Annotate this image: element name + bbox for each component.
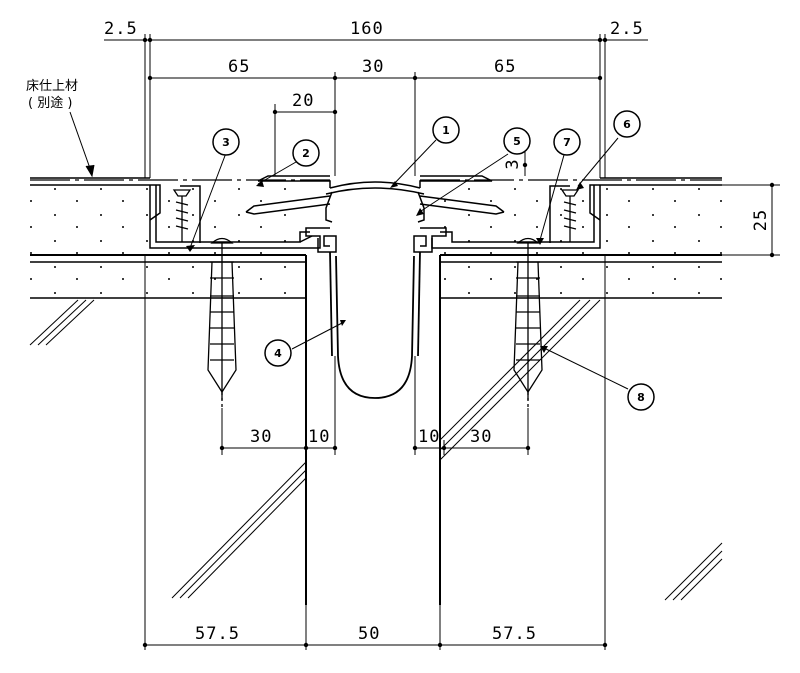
callout-3: 3 <box>212 128 240 156</box>
fixing-screw-left <box>172 189 192 242</box>
dim-top-left-offset: 2.5 <box>104 19 138 39</box>
callout-3-number: 3 <box>222 136 230 149</box>
dim-flange-left: 65 <box>228 57 250 77</box>
base-frame-left <box>149 184 330 249</box>
callout-8: 8 <box>627 383 655 411</box>
callout-leaders <box>189 137 629 390</box>
callout-arrowheads <box>186 180 584 353</box>
callout-2-number: 2 <box>302 147 310 160</box>
dim-center-gap: 30 <box>362 57 384 77</box>
dim-anchor-left-edge: 10 <box>308 427 330 447</box>
dim-flange-right: 65 <box>494 57 516 77</box>
dim-cover-height: 3 <box>503 158 523 169</box>
dim-top-right-offset: 2.5 <box>610 19 644 39</box>
dim-cover-overlap: 20 <box>292 91 314 111</box>
dim-anchor-right-spacing: 30 <box>470 427 492 447</box>
section-hatching <box>29 299 723 601</box>
dimension-ticks <box>142 37 775 648</box>
callout-6: 6 <box>613 110 641 138</box>
callout-1-number: 1 <box>442 124 450 137</box>
dim-anchor-left-spacing: 30 <box>250 427 272 447</box>
cover-plate <box>245 175 505 223</box>
callout-8-number: 8 <box>637 391 645 404</box>
dim-section-height: 25 <box>751 209 771 231</box>
callout-5-number: 5 <box>513 135 521 148</box>
callout-4: 4 <box>264 339 292 367</box>
fixing-screw-right <box>560 189 580 242</box>
floor-finish-leader <box>69 111 95 178</box>
callout-4-number: 4 <box>274 347 282 360</box>
anchor-bolt-left <box>207 237 237 408</box>
rubber-seal <box>329 251 421 399</box>
callout-6-number: 6 <box>623 118 631 131</box>
dim-bottom-left: 57.5 <box>195 624 240 644</box>
callout-2: 2 <box>292 139 320 167</box>
dim-bottom-right: 57.5 <box>492 624 537 644</box>
floor-finish-note-line1: 床仕上材 <box>26 79 78 94</box>
callout-7: 7 <box>553 128 581 156</box>
dim-bottom-center: 50 <box>358 624 380 644</box>
floor-finish-note-line2: ( 別途 ) <box>28 95 72 111</box>
dim-anchor-right-edge: 10 <box>418 427 440 447</box>
callout-5: 5 <box>503 127 531 155</box>
callout-1: 1 <box>432 116 460 144</box>
dimension-lines <box>104 34 780 650</box>
callout-7-number: 7 <box>563 136 571 149</box>
dim-top-total: 160 <box>350 19 384 39</box>
base-frame-right <box>420 184 601 249</box>
anchor-bolt-right <box>513 237 543 408</box>
bearing-lips <box>317 235 433 253</box>
